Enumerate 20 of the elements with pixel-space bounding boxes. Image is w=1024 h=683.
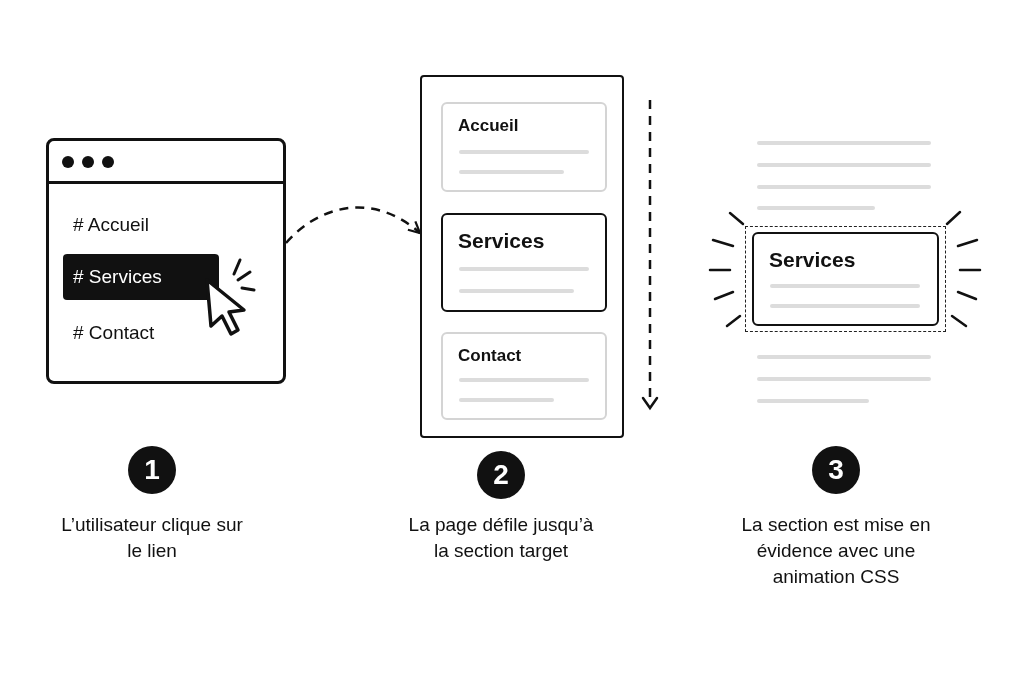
step-number: 2 [477, 451, 525, 499]
card-title: Accueil [458, 116, 519, 136]
step-caption: L’utilisateur clique sur le lien [60, 513, 244, 563]
section-card [441, 102, 607, 192]
card-title: Services [769, 248, 856, 272]
step-number: 1 [128, 446, 176, 494]
arrow [285, 206, 422, 244]
page-frame [420, 75, 624, 438]
section-card [752, 232, 939, 326]
step-caption: La section est mise en évidence avec une animation CSS [740, 513, 932, 589]
nav-link: # Accueil [63, 207, 233, 243]
nav-link: # Contact [63, 315, 233, 351]
section-card [441, 213, 607, 312]
step-number: 3 [812, 446, 860, 494]
section-card [441, 332, 607, 420]
active-nav-link: # Services [63, 254, 219, 300]
card-title: Services [458, 229, 545, 253]
card-title: Contact [458, 346, 522, 366]
step-caption: La page défile jusqu’à la section target [407, 513, 595, 563]
browser-window [46, 138, 286, 384]
